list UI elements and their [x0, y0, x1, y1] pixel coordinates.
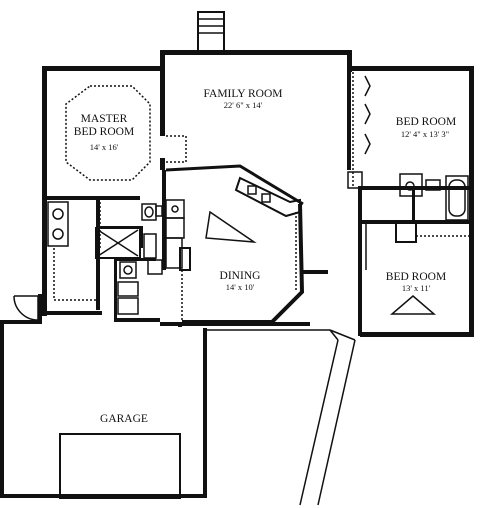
driveway [207, 329, 356, 506]
bedroom-1-label: BED ROOM [396, 116, 456, 128]
family-room-label: FAMILY ROOM [203, 88, 282, 100]
garage-entry [13, 294, 42, 324]
kitchen-counter [165, 164, 304, 218]
master-label-line1: MASTER [81, 113, 128, 125]
garage-label: GARAGE [100, 413, 148, 425]
dining-label: DINING [220, 270, 261, 282]
bedroom-2-size: 13' x 11' [402, 283, 431, 293]
hall-bath-fixtures [365, 173, 470, 270]
master-label-line2: BED ROOM [74, 126, 134, 138]
master-bath-fixtures [47, 201, 163, 247]
bedroom-closet [347, 72, 371, 189]
vaulted-ceiling-mark [389, 295, 437, 315]
exterior-walls [0, 50, 474, 498]
family-room-size: 22' 6" x 14' [224, 100, 263, 110]
chimney [197, 11, 225, 53]
bedroom-1-size: 12' 4" x 13' 3" [401, 129, 449, 139]
garage-door [59, 433, 181, 499]
utility-area [95, 227, 163, 315]
dining-table [205, 210, 257, 243]
dining-bay [182, 203, 305, 324]
master-size: 14' x 16' [90, 142, 119, 152]
master-closet-outline [96, 202, 101, 251]
master-tray-ceiling [65, 85, 151, 181]
dining-size: 14' x 10' [226, 282, 255, 292]
kitchen-appliances [165, 199, 191, 271]
bedroom-2-label: BED ROOM [386, 271, 446, 283]
